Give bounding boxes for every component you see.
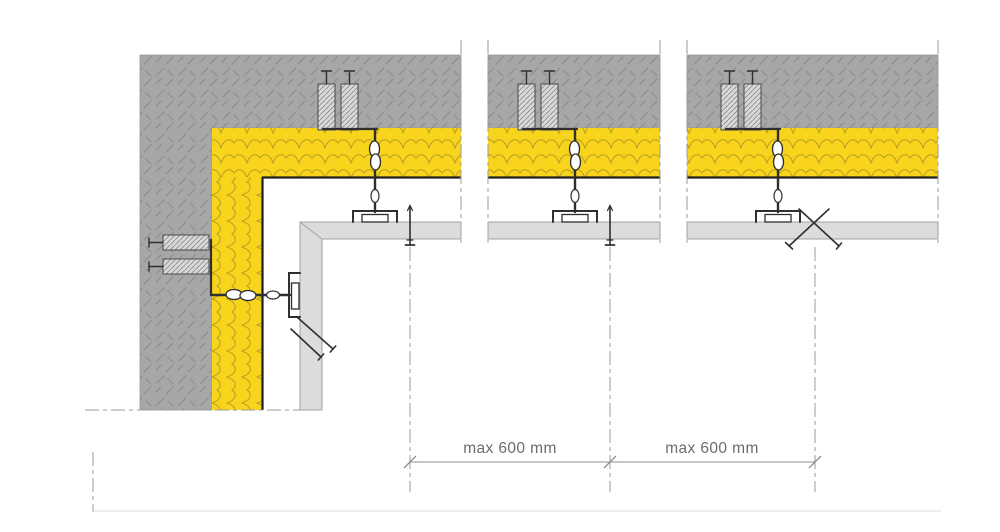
wall-anchor-plate-1 <box>162 234 210 251</box>
board-corner-miter <box>299 221 323 240</box>
insulation-slab-1 <box>212 128 461 177</box>
insulation-layer <box>212 128 938 410</box>
concrete-slab-2 <box>487 54 661 129</box>
wall-anchor-bolts <box>148 237 164 272</box>
wall-hanger-clip-3 <box>265 290 281 300</box>
wall-hanger-clip-2 <box>239 289 257 302</box>
board-2 <box>487 221 661 240</box>
dimension-annotation: max 600 mm max 600 mm <box>403 440 822 469</box>
section-cut-lines <box>85 40 941 512</box>
wall-anchor-plate-2 <box>162 258 210 275</box>
dimension-label-2: max 600 mm <box>665 440 759 457</box>
corner-diagonal-screw-heads <box>317 345 337 361</box>
insulation-slab-3 <box>687 128 938 177</box>
corner-diagonal-screws <box>290 316 334 358</box>
dimension-ticks <box>403 455 822 469</box>
reference-axes <box>409 247 816 492</box>
wall-profile-section <box>290 282 300 310</box>
wall-profile-bracket <box>288 272 301 318</box>
joint-cross-screws-3 <box>784 208 843 250</box>
wall-hanger <box>148 234 337 361</box>
dimension-label-1: max 600 mm <box>463 440 557 457</box>
ceiling-boards <box>299 221 939 411</box>
